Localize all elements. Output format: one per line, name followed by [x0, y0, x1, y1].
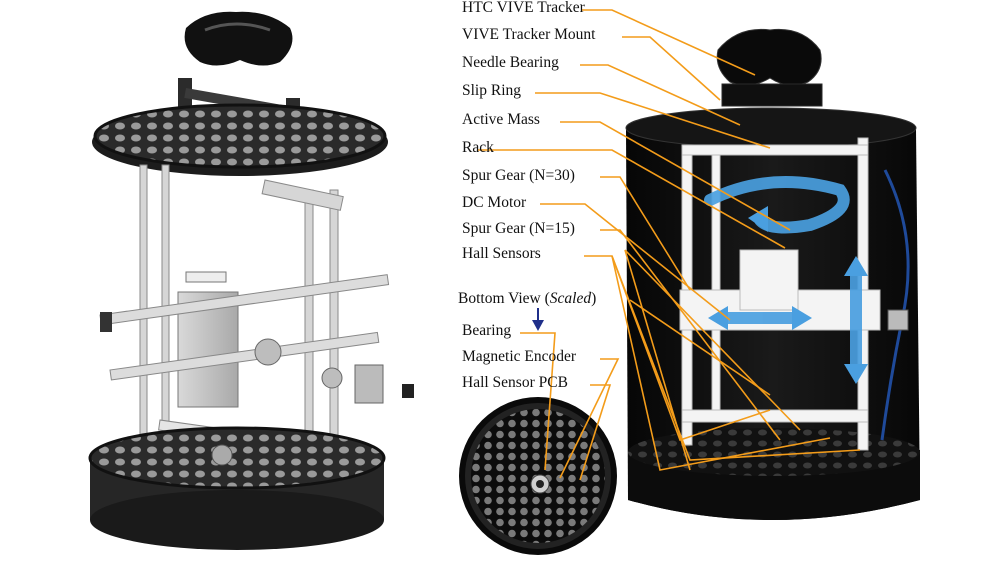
leader-bearing	[520, 332, 556, 471]
exploded-view-render	[88, 11, 414, 550]
bottom-view-title-italic: Scaled	[549, 290, 592, 307]
photo-vive-tracker	[716, 28, 823, 107]
leader-extra-1	[624, 249, 801, 431]
vive-tracker-render	[184, 11, 293, 66]
leader-vive-tracker-mount	[622, 36, 721, 101]
leader-slip-ring	[535, 92, 771, 149]
photo-motion-arrows	[704, 176, 862, 376]
leader-active-mass	[560, 121, 791, 231]
leader-spur-gear-30	[600, 176, 691, 291]
leader-dc-motor	[540, 203, 731, 321]
leader-hall-sensors-2	[611, 255, 831, 471]
leader-spur-gear-15	[600, 229, 781, 441]
leader-htc-vive-tracker	[582, 9, 756, 76]
label-active-mass: Active Mass	[462, 111, 540, 128]
leader-magnetic-encoder	[559, 358, 620, 479]
top-plate-render	[92, 103, 388, 176]
label-vive-tracker-mount: VIVE Tracker Mount	[462, 26, 596, 43]
bottom-view-indicator-arrow	[532, 308, 544, 331]
label-spur-gear-30: Spur Gear (N=30)	[462, 167, 575, 184]
leader-needle-bearing	[580, 64, 741, 126]
label-hall-sensor-pcb: Hall Sensor PCB	[462, 374, 568, 391]
leader-rack	[478, 149, 786, 249]
frame-rails-render	[139, 164, 344, 461]
label-htc-vive-tracker: HTC VIVE Tracker	[462, 0, 585, 16]
label-spur-gear-15: Spur Gear (N=15)	[462, 220, 575, 237]
photo-arrowheads	[708, 206, 868, 384]
leader-hall-sensor-pcb	[579, 384, 612, 481]
base-render	[88, 426, 386, 550]
label-bearing: Bearing	[462, 322, 512, 339]
leader-hall-sensors-1	[584, 255, 771, 442]
leader-extra-2	[624, 249, 691, 471]
label-needle-bearing: Needle Bearing	[462, 54, 559, 71]
label-dc-motor: DC Motor	[462, 194, 527, 211]
bottom-view-title-prefix: Bottom View (	[458, 290, 550, 307]
label-hall-sensors: Hall Sensors	[462, 245, 541, 262]
leader-hall-sensors-3	[611, 255, 861, 461]
bottom-view-title-suffix: )	[591, 290, 597, 307]
prototype-photo	[625, 28, 920, 520]
label-magnetic-encoder: Magnetic Encoder	[462, 348, 577, 365]
label-slip-ring: Slip Ring	[462, 82, 522, 99]
bottom-view-photo	[459, 397, 617, 555]
bottom-view-title: Bottom View (Scaled)	[458, 290, 596, 308]
label-rack: Rack	[462, 139, 494, 156]
leader-hall-sensors-4	[629, 299, 771, 396]
photo-white-frame	[679, 137, 881, 451]
